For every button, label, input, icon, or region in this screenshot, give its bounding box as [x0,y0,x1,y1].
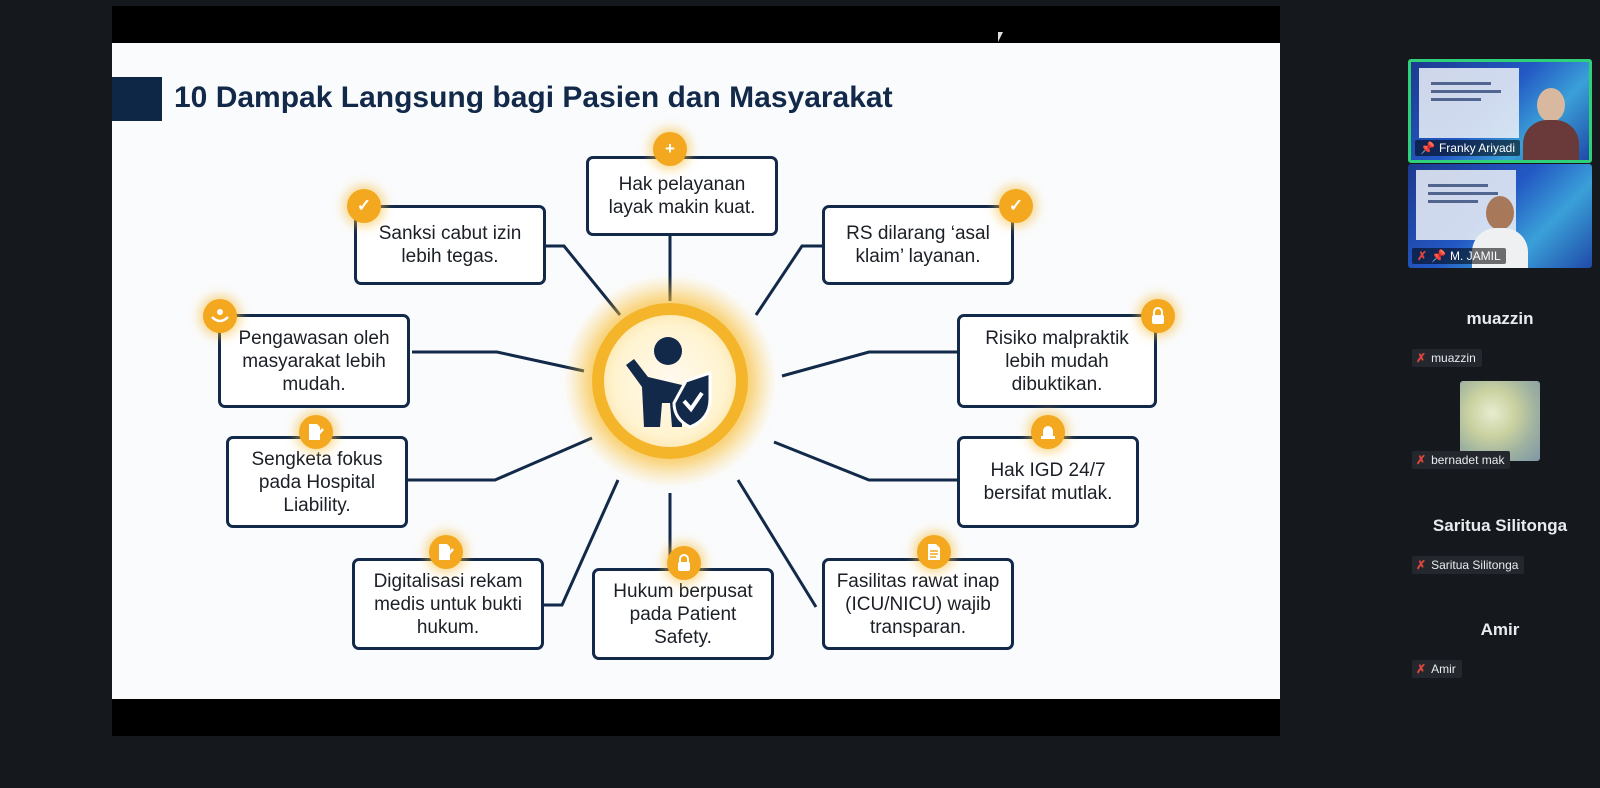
participant-display-name: Saritua Silitonga [1432,516,1568,535]
document-icon [917,535,951,569]
shield-check-icon: ✓ [999,189,1033,223]
community-hands-icon [203,299,237,333]
participant-tile[interactable]: ✗ Saritua Silitonga [1412,556,1525,574]
pin-icon: 📌 [1431,249,1447,263]
participant-avatar[interactable] [1460,381,1540,461]
mic-muted-icon: ✗ [1417,249,1428,263]
impact-box: Fasilitas rawat inap (ICU/NICU) wajib tr… [822,558,1014,650]
mic-muted-icon: ✗ [1416,662,1427,676]
participant-name-label: 📌 Franky Ariyadi [1415,140,1520,156]
mic-muted-icon: ✗ [1416,558,1427,572]
edit-document-icon [299,415,333,449]
shield-plus-icon: + [653,132,687,166]
pin-icon: 📌 [1420,141,1435,155]
impact-box: Hak IGD 24/7 bersifat mutlak. [957,436,1139,528]
impact-box: Hukum berpusat pada Patient Safety. [592,568,774,660]
center-emblem [592,303,748,459]
participant-tile[interactable]: ✗ bernadet mak [1412,451,1511,469]
edit-document-icon [429,535,463,569]
slide-title: 10 Dampak Langsung bagi Pasien dan Masya… [174,81,893,114]
impact-box: Sanksi cabut izin lebih tegas. [354,205,546,285]
siren-icon [1031,415,1065,449]
lock-icon [1141,299,1175,333]
participant-tile[interactable]: ✗ Amir [1412,660,1462,678]
connector-lines [407,235,959,608]
person-shield-icon [626,337,712,429]
participant-tile[interactable]: ✗ muazzin [1412,349,1482,367]
impact-box: Sengketa fokus pada Hospital Liability. [226,436,408,528]
shield-check-icon: ✓ [347,189,381,223]
mic-muted-icon: ✗ [1416,351,1427,365]
lock-icon [667,546,701,580]
impact-box: RS dilarang ‘asal klaim’ layanan. [822,205,1014,285]
mouse-cursor-icon [998,32,1003,42]
mic-muted-icon: ✗ [1416,453,1427,467]
presentation-slide: 10 Dampak Langsung bagi Pasien dan Masya… [112,43,1280,699]
impact-box: Digitalisasi rekam medis untuk bukti huk… [352,558,544,650]
participant-name-label: ✗ 📌 M. JAMIL [1412,248,1506,264]
impact-box: Pengawasan oleh masyarakat lebih mudah. [218,314,410,408]
impact-box: Hak pelayanan layak makin kuat. [586,156,778,236]
participant-video-tile[interactable]: 📌 Franky Ariyadi [1408,59,1592,163]
participant-display-name: muazzin [1466,309,1534,328]
title-accent-bar [112,77,162,121]
participant-video-tile[interactable]: ✗ 📌 M. JAMIL [1408,164,1592,268]
participant-display-name: Amir [1480,620,1520,639]
impact-box: Risiko malpraktik lebih mudah dibuktikan… [957,314,1157,408]
